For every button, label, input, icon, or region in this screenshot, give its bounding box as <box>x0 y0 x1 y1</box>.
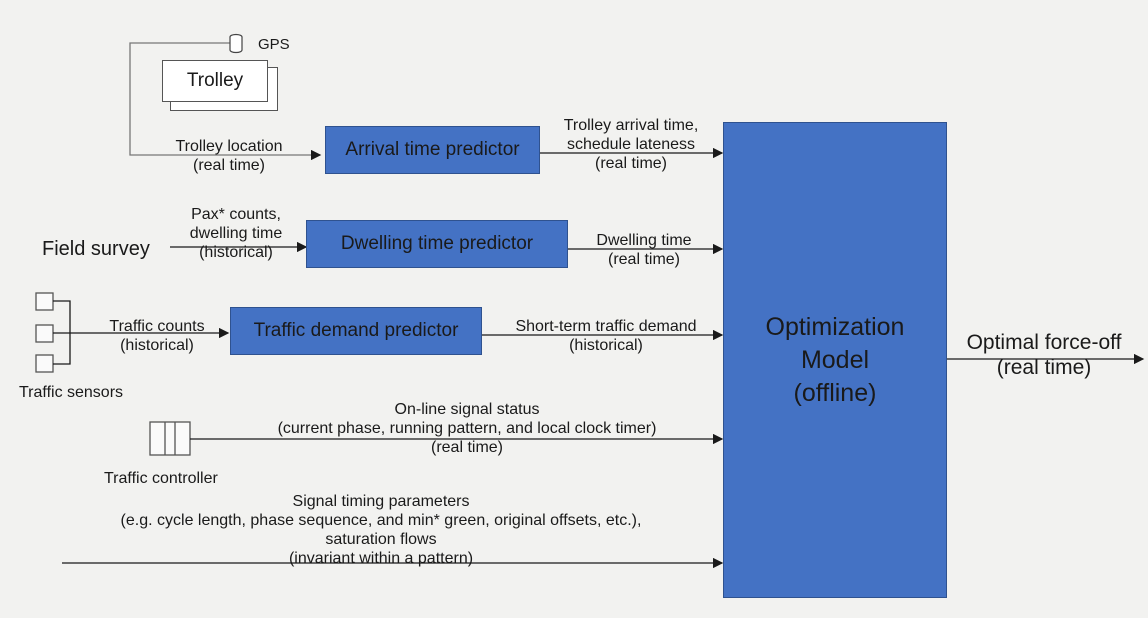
optimal-force-off-label: Optimal force-off (real time) <box>966 331 1122 379</box>
traffic-sensors-icon <box>35 292 54 373</box>
dwelling-time-predictor-box: Dwelling time predictor <box>306 220 568 268</box>
traffic-demand-predictor-box: Traffic demand predictor <box>230 307 482 355</box>
trolley-location-label: Trolley location (real time) <box>175 138 283 174</box>
signal-timing-label: Signal timing parameters (e.g. cycle len… <box>120 493 642 567</box>
traffic-sensors-label: Traffic sensors <box>19 384 124 401</box>
traffic-controller-label: Traffic controller <box>104 470 218 487</box>
trolley-card: Trolley <box>162 60 268 102</box>
pax-counts-label: Pax* counts, dwelling time (historical) <box>189 206 283 261</box>
arrival-output-label: Trolley arrival time, schedule lateness … <box>563 117 699 172</box>
traffic-controller-icon <box>149 421 191 456</box>
optimization-model-box: Optimization Model (offline) <box>723 122 947 598</box>
dwelling-output-label: Dwelling time (real time) <box>596 232 692 268</box>
gps-icon <box>229 33 243 54</box>
traffic-counts-label: Traffic counts (historical) <box>109 318 205 354</box>
gps-label: GPS <box>258 36 290 53</box>
traffic-output-label: Short-term traffic demand (historical) <box>515 318 697 354</box>
trolley-label: Trolley <box>186 70 244 91</box>
gps-loop-line <box>129 42 322 161</box>
arrival-time-predictor-box: Arrival time predictor <box>325 126 540 174</box>
signal-status-label: On-line signal status (current phase, ru… <box>277 401 657 456</box>
field-survey-label: Field survey <box>42 238 150 260</box>
